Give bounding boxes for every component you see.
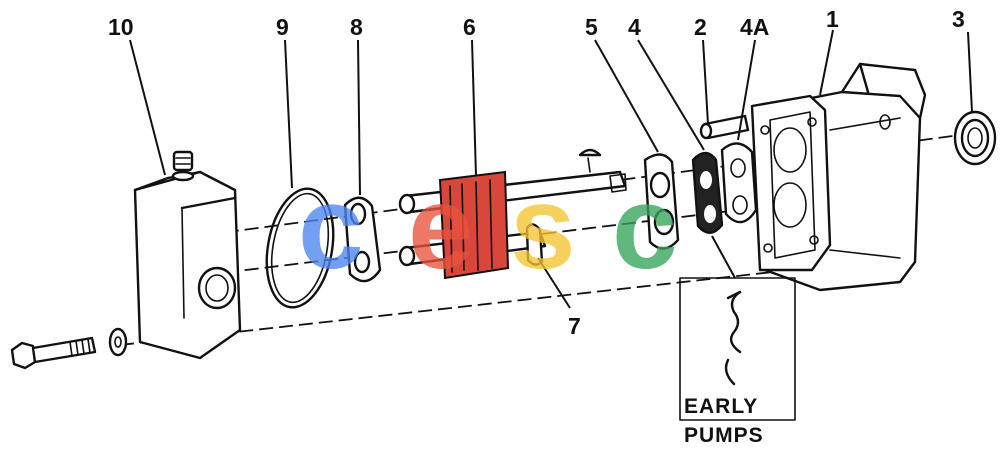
washer-part bbox=[108, 327, 128, 357]
bolt-part bbox=[10, 336, 97, 370]
o-ring-part bbox=[265, 187, 335, 309]
early-pumps-inset bbox=[679, 277, 796, 421]
callout-labels: 10 9 8 6 5 4 2 4A 1 3 7 bbox=[108, 6, 965, 339]
callout-6: 6 bbox=[463, 14, 476, 40]
leader-lines bbox=[129, 29, 973, 309]
callout-1: 1 bbox=[826, 6, 839, 32]
gear-key-part bbox=[525, 223, 544, 266]
callout-3: 3 bbox=[952, 6, 965, 32]
thrust-plate-part bbox=[343, 196, 382, 283]
callout-2: 2 bbox=[694, 14, 707, 40]
watermark-letter-3: s bbox=[510, 162, 576, 294]
wear-plate-part bbox=[643, 153, 680, 250]
watermark-logo: c e s c bbox=[298, 162, 678, 294]
callout-9: 9 bbox=[276, 14, 289, 40]
pump-body-part bbox=[750, 62, 927, 292]
pump-cover-part bbox=[133, 150, 242, 360]
watermark-letter-2: e bbox=[408, 162, 474, 294]
callout-4: 4 bbox=[628, 14, 641, 40]
callout-5: 5 bbox=[585, 14, 598, 40]
callout-4a: 4A bbox=[740, 14, 769, 40]
inset-line-early: EARLY bbox=[684, 395, 758, 418]
watermark-letter-1: c bbox=[298, 162, 364, 294]
watermark-letter-4: c bbox=[612, 162, 678, 294]
seal-4-part bbox=[691, 151, 724, 234]
callout-7: 7 bbox=[568, 313, 581, 339]
shaft-seal-part bbox=[953, 110, 997, 166]
inset-caption: EARLY PUMPS bbox=[684, 395, 764, 447]
gasket-4a-part bbox=[720, 142, 758, 224]
gear-set-part bbox=[398, 148, 627, 280]
dowel-pin-part bbox=[699, 114, 750, 140]
inset-line-pumps: PUMPS bbox=[684, 424, 764, 447]
callout-10: 10 bbox=[108, 14, 134, 40]
callout-8: 8 bbox=[350, 14, 363, 40]
